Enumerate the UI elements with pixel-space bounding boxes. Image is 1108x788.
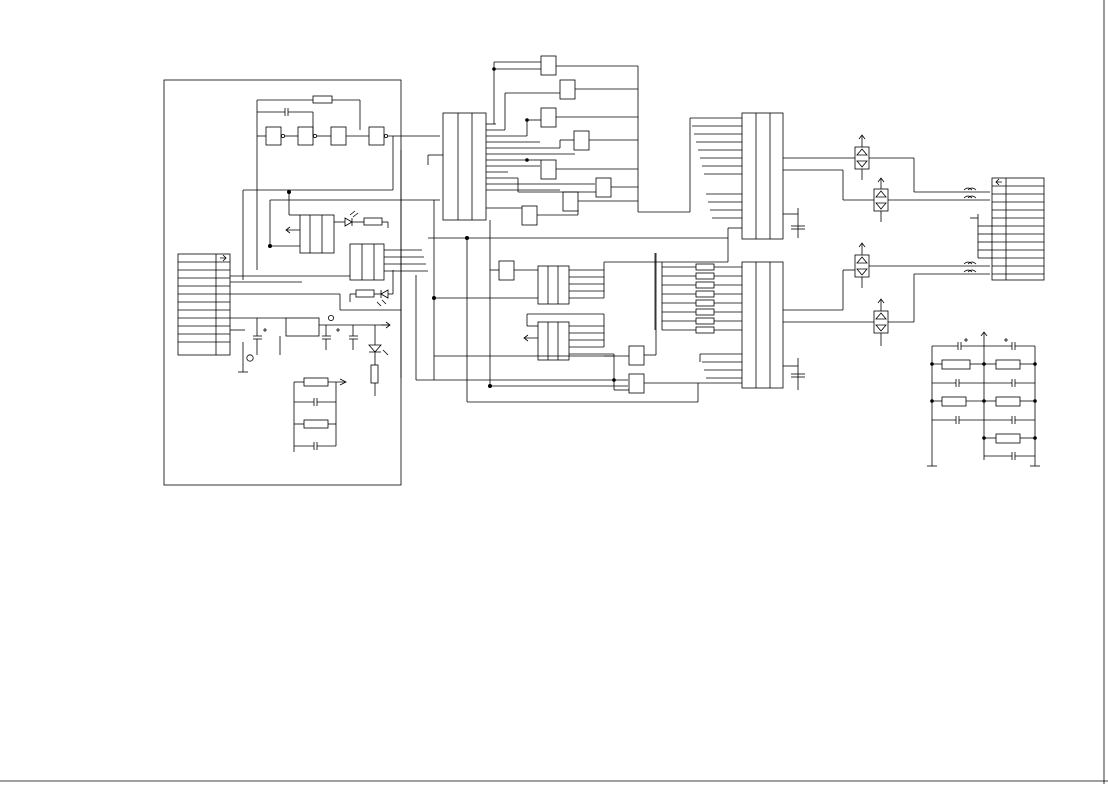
resistor-array <box>654 253 742 334</box>
rc-filter-bank <box>927 331 1040 467</box>
counter-ic-1 <box>269 192 440 254</box>
gate-cascade-top <box>492 55 690 226</box>
optocoupler-icon <box>854 134 914 180</box>
led-indicators <box>344 210 394 396</box>
oscillator-chain <box>242 95 440 280</box>
gate-pair-lower <box>604 253 742 402</box>
led-icon <box>344 217 353 227</box>
optocoupler-icon <box>873 298 914 346</box>
arrow-icon <box>339 378 347 386</box>
output-connector <box>970 177 1045 281</box>
counter-ic-2 <box>230 243 428 283</box>
input-connector <box>177 253 231 356</box>
decoder-ic-top <box>427 112 595 221</box>
arrow-icon <box>220 254 227 262</box>
optocoupler-icon <box>854 242 990 288</box>
timing-rc-network <box>293 377 347 452</box>
power-regulator <box>230 314 391 373</box>
driver-ic-top <box>689 112 874 262</box>
driver-ic-bottom <box>699 261 874 390</box>
arrow-icon <box>995 178 1002 186</box>
arrow-icon <box>381 321 391 329</box>
optocoupler-stack <box>854 134 990 346</box>
center-buses <box>230 150 728 403</box>
led-icon <box>380 289 389 299</box>
latch-ic-upper <box>490 260 728 305</box>
input-board-frame <box>163 79 402 486</box>
latch-ic-lower <box>523 313 614 361</box>
led-icon <box>368 344 382 353</box>
optocoupler-icon <box>873 177 990 222</box>
arrow-icon <box>980 331 988 337</box>
